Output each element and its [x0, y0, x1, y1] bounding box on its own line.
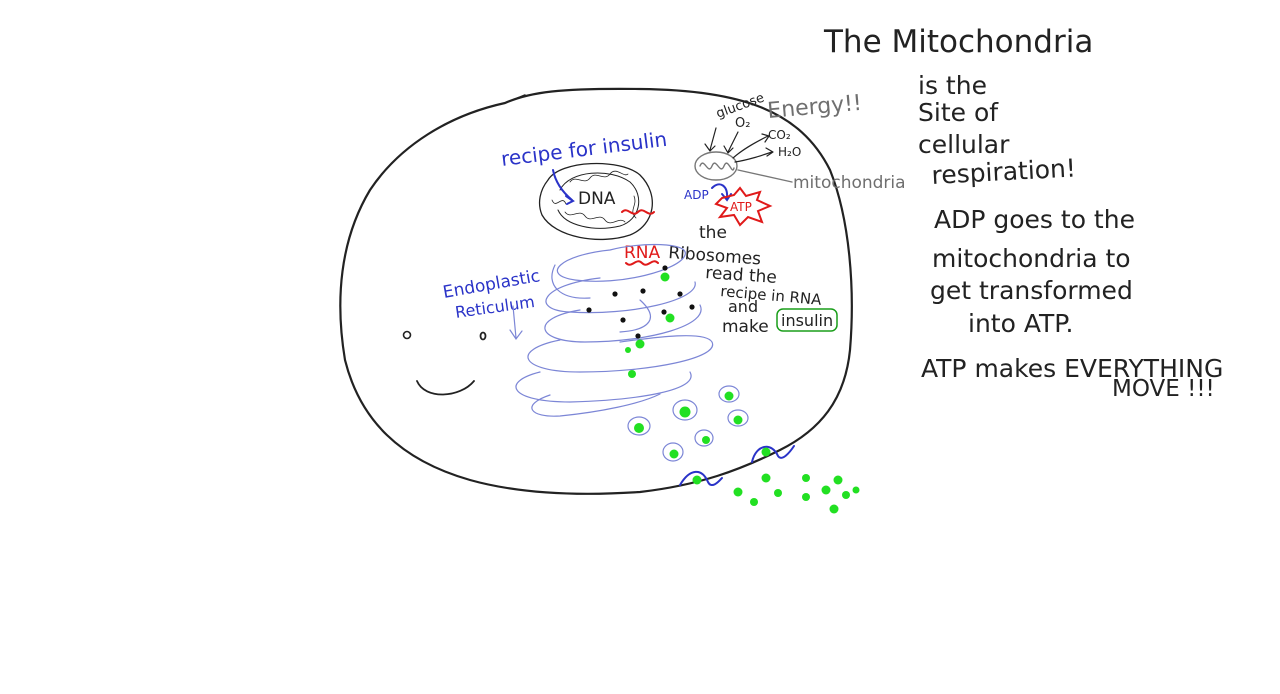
notes-line-10: MOVE !!!	[1112, 376, 1215, 402]
notes-title: The Mitochondria	[823, 24, 1093, 60]
o2-label: O₂	[735, 116, 750, 131]
smile	[416, 380, 475, 396]
exocytosis	[679, 445, 795, 487]
right-eye	[479, 331, 487, 341]
notes-line-9: ATP makes EVERYTHING	[921, 354, 1223, 383]
vesicles	[627, 385, 749, 462]
endoplasmic-reticulum	[515, 243, 714, 417]
dna-label: DNA	[578, 189, 616, 209]
ribosome-dots	[586, 265, 695, 339]
notes-line-7: get transformed	[930, 276, 1133, 305]
output-arrows	[732, 133, 774, 163]
atp-burst	[714, 186, 773, 227]
energy-label: Energy!!	[766, 91, 862, 124]
notes-line-2: Site of	[918, 98, 999, 127]
input-arrows	[704, 127, 739, 154]
secreted-insulin	[733, 473, 860, 514]
mitochondrion	[694, 151, 738, 181]
co2-label: CO₂	[768, 128, 791, 142]
the-label: the	[699, 223, 727, 243]
recipe-arrow	[552, 169, 573, 201]
notes-line-6: mitochondria to	[932, 244, 1131, 273]
rna-strand	[621, 209, 655, 215]
insulin-label: insulin	[781, 311, 833, 330]
notes-line-8: into ATP.	[968, 309, 1073, 338]
insulin-in-er	[625, 272, 675, 378]
notes-line-5: ADP goes to the	[934, 205, 1135, 234]
notes-line-3: cellular	[918, 130, 1010, 159]
cell-membrane	[339, 87, 853, 495]
and-label: and	[728, 297, 758, 316]
nucleus: DNA	[538, 162, 653, 241]
atp-label: ATP	[730, 200, 752, 214]
left-eye	[402, 330, 412, 340]
make-label: make	[722, 317, 769, 337]
mitochondria-label: mitochondria	[793, 173, 906, 193]
rna-label: RNA	[624, 243, 661, 263]
notes-line-1: is the	[918, 71, 987, 100]
read-the-label: read the	[705, 263, 778, 288]
adp-label: ADP	[684, 188, 709, 202]
insulin-box	[776, 308, 838, 332]
er-arrow	[509, 305, 523, 341]
notes-line-4: respiration!	[931, 153, 1077, 190]
smiley-face	[402, 330, 487, 396]
h2o-label: H₂O	[778, 145, 801, 159]
